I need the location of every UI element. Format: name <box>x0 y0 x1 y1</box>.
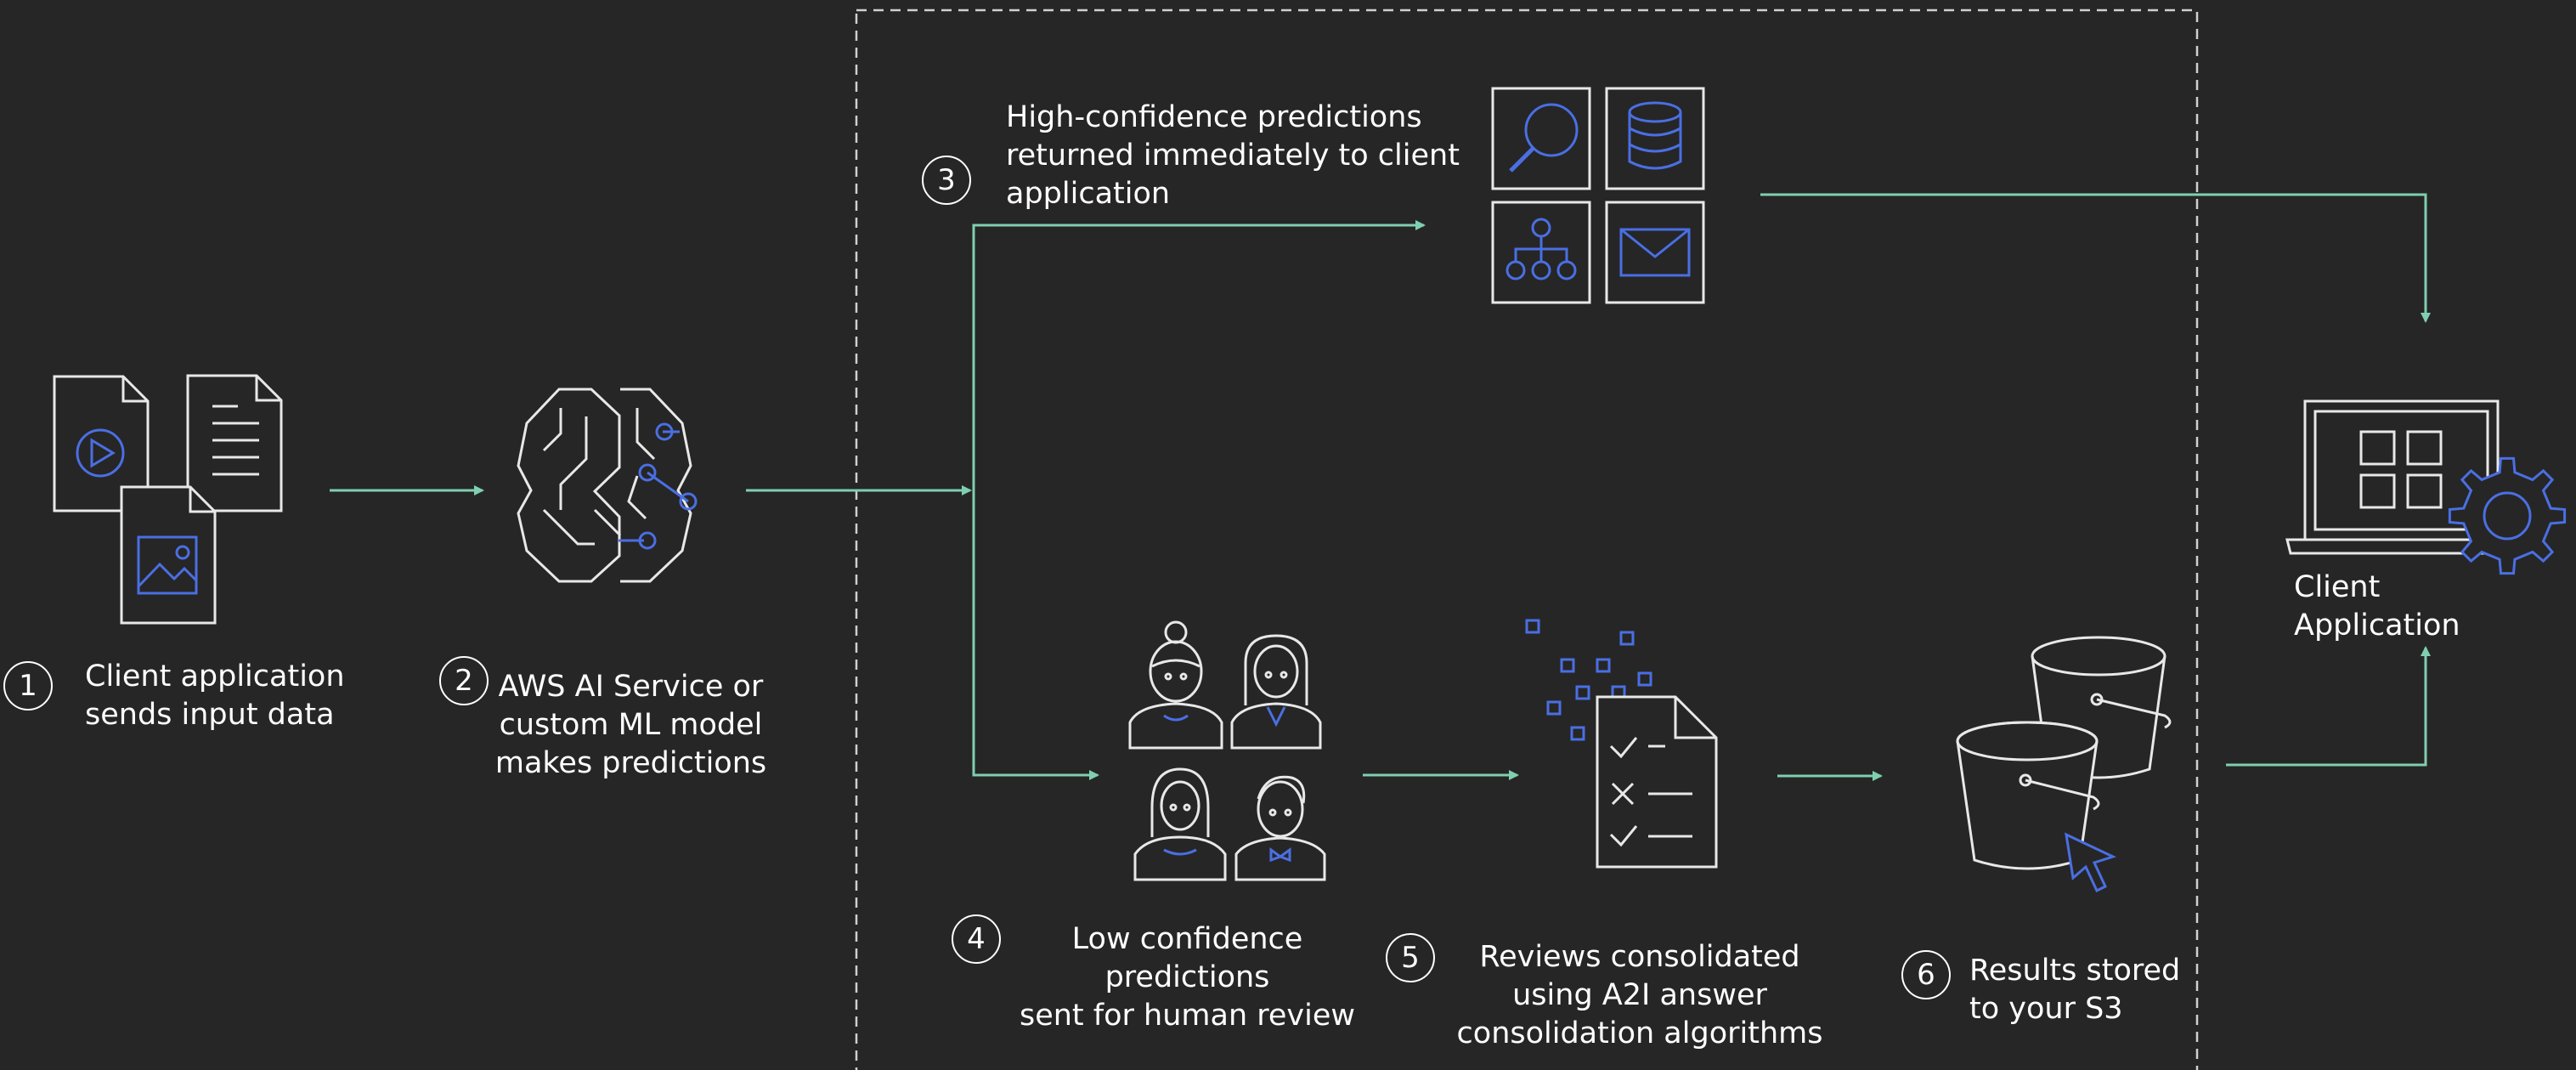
gear-icon <box>2448 456 2567 575</box>
video-document-icon <box>53 375 150 512</box>
arrow-split-high-confidence <box>972 220 1426 490</box>
arrow-s3-to-client <box>2226 646 2431 767</box>
step-2-label: AWS AI Service or custom ML model makes … <box>494 670 767 780</box>
step-1-label: Client application sends input data <box>85 660 345 732</box>
flow-arrows <box>330 193 2431 781</box>
step-1-badge: 1 <box>3 661 53 711</box>
human-reviewers-icon <box>1128 620 1326 881</box>
step-4-label: Low confidence predictions sent for huma… <box>1019 922 1355 1033</box>
brain-icon <box>517 388 698 583</box>
step-5-badge: 5 <box>1386 933 1435 982</box>
arrow-split-low-confidence <box>972 490 1099 780</box>
step-2-badge: 2 <box>439 656 489 705</box>
client-application-label: Client Application <box>2294 570 2460 643</box>
step-6-label: Results stored to your S3 <box>1969 954 2181 1026</box>
arrow-services-to-client <box>1760 193 2431 323</box>
envelope-icon <box>1605 201 1705 304</box>
search-icon <box>1491 87 1591 190</box>
step-3-label: High-confidence predictions returned imm… <box>1006 100 1460 211</box>
s3-buckets-icon <box>1956 636 2172 870</box>
database-icon <box>1605 87 1705 190</box>
step-5-label: Reviews consolidated using A2I answer co… <box>1456 940 1823 1050</box>
text-document-icon <box>186 374 283 512</box>
image-document-icon <box>120 485 217 625</box>
hierarchy-icon <box>1491 201 1591 304</box>
augmented-ai-boundary <box>855 8 2199 1070</box>
checklist-icon <box>1525 619 1718 869</box>
cursor-icon <box>2065 832 2117 893</box>
step-4-badge: 4 <box>952 914 1001 964</box>
step-6-badge: 6 <box>1901 950 1951 999</box>
step-3-badge: 3 <box>922 156 971 205</box>
